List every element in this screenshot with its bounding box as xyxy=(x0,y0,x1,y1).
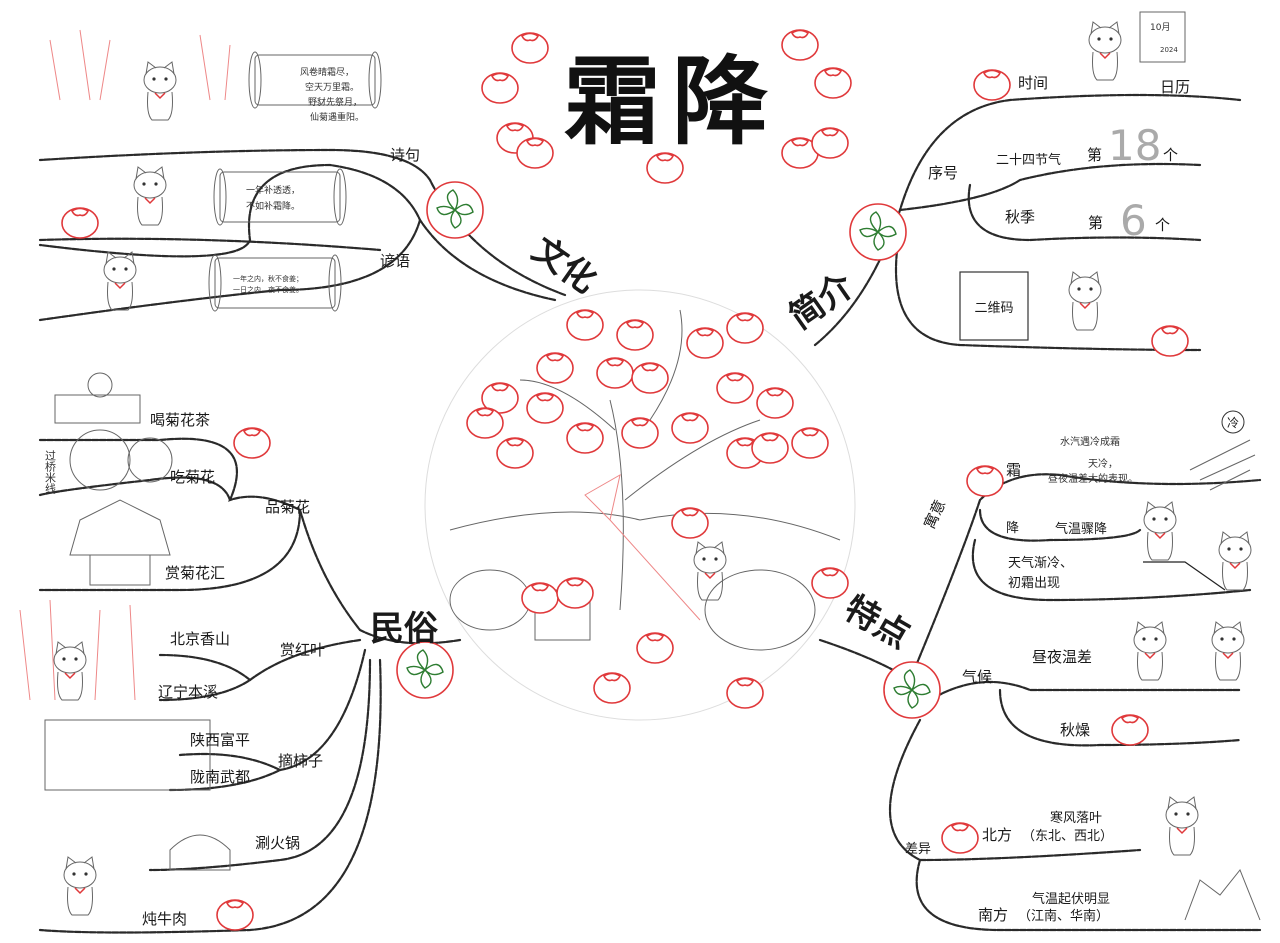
proverb1-line-2: 不如补霜降。 xyxy=(246,200,300,212)
intro-branch: 10月 2024 时间 日历 序号 二十四节气 第 18 个 秋季 第 6 个 … xyxy=(928,11,1190,357)
fall-label: 降 xyxy=(1006,521,1019,536)
frost-text-3: 昼夜温差大的表现。 xyxy=(1048,472,1138,485)
svg-text:冷: 冷 xyxy=(1227,416,1239,430)
persimmons-label: 摘柿子 xyxy=(278,752,323,770)
chrysanthemum-label: 品菊花 xyxy=(265,498,310,516)
svg-text:2024: 2024 xyxy=(1160,46,1178,54)
persimmons-shaanxi: 陕西富平 xyxy=(190,731,250,749)
side-note-vertical: 过桥米线 xyxy=(44,450,57,494)
culture-branch: 诗句 谚语 风卷晴霜尽， 空天万里霜。 野豺先祭月， 仙菊遇重阳。 一年补透透，… xyxy=(49,29,420,312)
solar-terms-label: 二十四节气 xyxy=(996,152,1061,168)
persimmon-node-features xyxy=(883,661,941,719)
center-illustration xyxy=(424,289,856,721)
persimmon-node-intro xyxy=(849,203,907,261)
frost-label: 霜 xyxy=(1006,461,1021,479)
climate-dry: 秋燥 xyxy=(1060,721,1090,739)
title: 霜降 xyxy=(564,45,780,158)
branch-label-customs: 民俗 xyxy=(370,609,439,649)
branch-lines xyxy=(38,93,1262,934)
side-note-text: 过桥米线 xyxy=(44,450,57,494)
proverb-label: 谚语 xyxy=(380,252,410,270)
proverb2-line-2: 一日之内，夜不食姜。 xyxy=(233,285,303,294)
customs-branch: 喝菊花茶 吃菊花 赏菊花汇 品菊花 过桥米线 赏红叶 北京香山 辽宁本溪 摘柿子… xyxy=(19,372,325,931)
calendar-icon xyxy=(1139,11,1186,63)
solar-term-number: 18 xyxy=(1108,121,1161,170)
features-branch: 冷 寓意 霜 水汽遇冷成霜 天冷， 昼夜温差大的表现。 降 气温骤降 天气渐冷、… xyxy=(905,410,1261,924)
proverb2-line-1: 一年之内，秋不食姜； xyxy=(233,274,303,283)
fall-text-2a: 天气渐冷、 xyxy=(1008,555,1073,571)
south-regions: （江南、华南） xyxy=(1018,908,1109,924)
poem-line-1: 风卷晴霜尽， xyxy=(300,66,354,78)
temperature-drop-line xyxy=(1143,561,1226,591)
poem-label: 诗句 xyxy=(390,146,420,164)
beef-stew-label: 炖牛肉 xyxy=(142,910,187,928)
frost-text-2: 天冷， xyxy=(1088,457,1118,470)
qr-code-label: 二维码 xyxy=(974,301,1013,316)
svg-text:10月: 10月 xyxy=(1150,22,1170,33)
red-leaves-label: 赏红叶 xyxy=(280,641,325,659)
branch-label-features: 特点 xyxy=(838,588,917,657)
difference-label: 差异 xyxy=(905,842,931,857)
persimmon-node-culture xyxy=(426,181,484,239)
north-text: 寒风落叶 xyxy=(1050,810,1102,826)
branch-label-culture: 文化 xyxy=(525,230,604,302)
climate-day-night: 昼夜温差 xyxy=(1032,648,1092,666)
poem-line-2: 空天万里霜。 xyxy=(305,81,359,93)
cold-badge xyxy=(1221,410,1245,434)
south-label: 南方 xyxy=(978,906,1008,924)
frost-text-1: 水汽遇冷成霜 xyxy=(1060,435,1120,448)
climate-label: 气候 xyxy=(962,668,992,686)
order-label: 序号 xyxy=(928,164,958,182)
persimmon-node-customs xyxy=(396,641,454,699)
time-label: 时间 xyxy=(1018,74,1048,92)
poem-line-3: 野豺先祭月， xyxy=(308,96,362,108)
red-leaves-liaoning: 辽宁本溪 xyxy=(158,683,218,701)
meaning-label: 寓意 xyxy=(920,497,949,532)
autumn-number: 6 xyxy=(1120,196,1147,245)
ordinal-prefix-2: 第 xyxy=(1088,214,1103,232)
branch-label-intro: 简介 xyxy=(782,265,861,337)
calendar-label: 日历 xyxy=(1160,78,1190,96)
autumn-label: 秋季 xyxy=(1005,208,1035,226)
custom-eat-chrysanthemum: 吃菊花 xyxy=(170,468,215,486)
custom-tea: 喝菊花茶 xyxy=(150,411,210,429)
poem-line-4: 仙菊遇重阳。 xyxy=(310,111,364,123)
ordinal-prefix-1: 第 xyxy=(1087,146,1102,164)
ordinal-suffix-1: 个 xyxy=(1163,146,1178,164)
north-label: 北方 xyxy=(982,826,1012,844)
south-text: 气温起伏明显 xyxy=(1032,891,1110,907)
qr-code-box xyxy=(959,271,1029,341)
north-regions: （东北、西北） xyxy=(1022,829,1113,844)
persimmons-longnan: 陇南武都 xyxy=(190,768,250,786)
ordinal-suffix-2: 个 xyxy=(1155,216,1170,234)
red-leaves-beijing: 北京香山 xyxy=(170,630,230,648)
hotpot-label: 涮火锅 xyxy=(255,834,300,852)
fall-text-2b: 初霜出现 xyxy=(1008,576,1060,591)
fall-text: 气温骤降 xyxy=(1055,521,1107,537)
custom-chrysanthemum-show: 赏菊花汇 xyxy=(165,564,225,582)
proverb1-line-1: 一年补透透， xyxy=(246,184,300,196)
